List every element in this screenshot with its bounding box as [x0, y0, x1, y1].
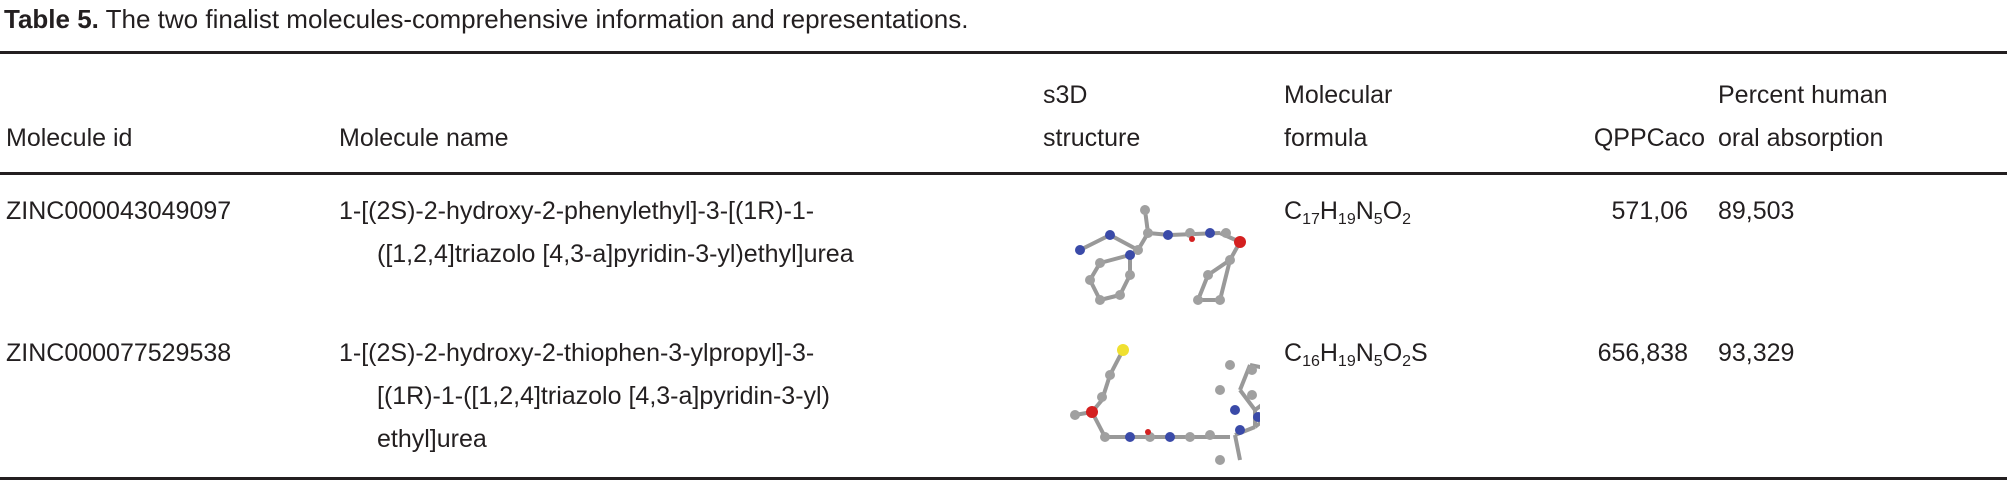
molecule-name: 1-[(2S)-2-hydroxy-2-phenylethyl]-3-[(1R)…: [339, 190, 854, 276]
header-formula-l1: Molecular: [1284, 81, 1393, 109]
molecule-name-line: ethyl]urea: [377, 425, 487, 453]
qppcaco-value: 571,06: [1611, 197, 1688, 225]
molecule-name-line: 1-[(2S)-2-hydroxy-2-thiophen-3-ylpropyl]…: [339, 339, 815, 367]
header-molecule-name: Molecule name: [339, 124, 509, 152]
absorption-value: 93,329: [1718, 339, 1795, 367]
top-rule: [0, 51, 2007, 54]
header-structure-l1: s3D: [1043, 81, 1088, 109]
table-caption: Table 5. The two finalist molecules-comp…: [4, 4, 968, 35]
table-label: Table 5.: [4, 4, 99, 34]
molecule-name-line: 1-[(2S)-2-hydroxy-2-phenylethyl]-3-[(1R)…: [339, 197, 815, 225]
molecular-formula: C17H19N5O2: [1284, 197, 1412, 228]
header-formula-l2: formula: [1284, 124, 1368, 152]
header-absorption-l1: Percent human: [1718, 81, 1888, 109]
molecule-name-line: ([1,2,4]triazolo [4,3-a]pyridin-3-yl)eth…: [377, 240, 854, 268]
molecule-3d-structure-1: [1075, 205, 1246, 305]
bottom-rule: [0, 477, 2007, 480]
qppcaco-value: 656,838: [1597, 339, 1688, 367]
molecule-name-line: [(1R)-1-([1,2,4]triazolo [4,3-a]pyridin-…: [377, 382, 830, 410]
header-molecule-id: Molecule id: [6, 124, 133, 152]
header-absorption: Percent human oral absorption: [1718, 74, 1888, 160]
absorption-value: 89,503: [1718, 197, 1795, 225]
molecule-3d-structure-2: [1070, 344, 1260, 465]
header-qppcaco: QPPCaco: [1593, 124, 1705, 152]
molecule-name: 1-[(2S)-2-hydroxy-2-thiophen-3-ylpropyl]…: [339, 332, 830, 461]
header-structure-l2: structure: [1043, 124, 1141, 152]
molecular-formula: C16H19N5O2S: [1284, 339, 1428, 370]
molecule-id: ZINC000077529538: [6, 339, 232, 367]
caption-text: The two finalist molecules-comprehensive…: [105, 4, 969, 34]
header-absorption-l2: oral absorption: [1718, 124, 1884, 152]
header-rule: [0, 172, 2007, 175]
header-structure: s3D structure: [1043, 74, 1140, 160]
molecule-id: ZINC000043049097: [6, 197, 232, 225]
header-formula: Molecular formula: [1284, 74, 1392, 160]
